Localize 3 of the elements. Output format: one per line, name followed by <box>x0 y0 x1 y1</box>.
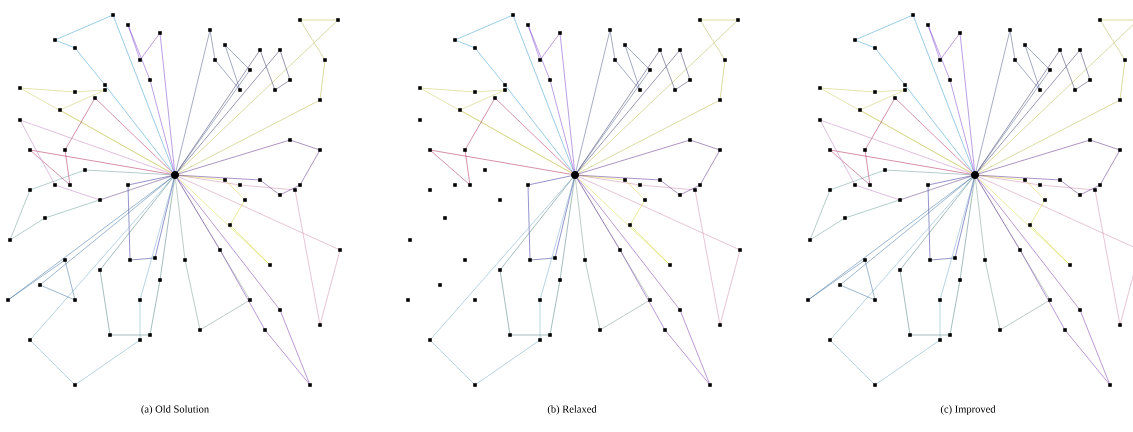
subfigure-caption: (b) Relaxed <box>547 405 597 415</box>
subfigure-caption: (a) Old Solution <box>141 405 209 415</box>
subfigure-caption: (c) Improved <box>940 405 996 415</box>
